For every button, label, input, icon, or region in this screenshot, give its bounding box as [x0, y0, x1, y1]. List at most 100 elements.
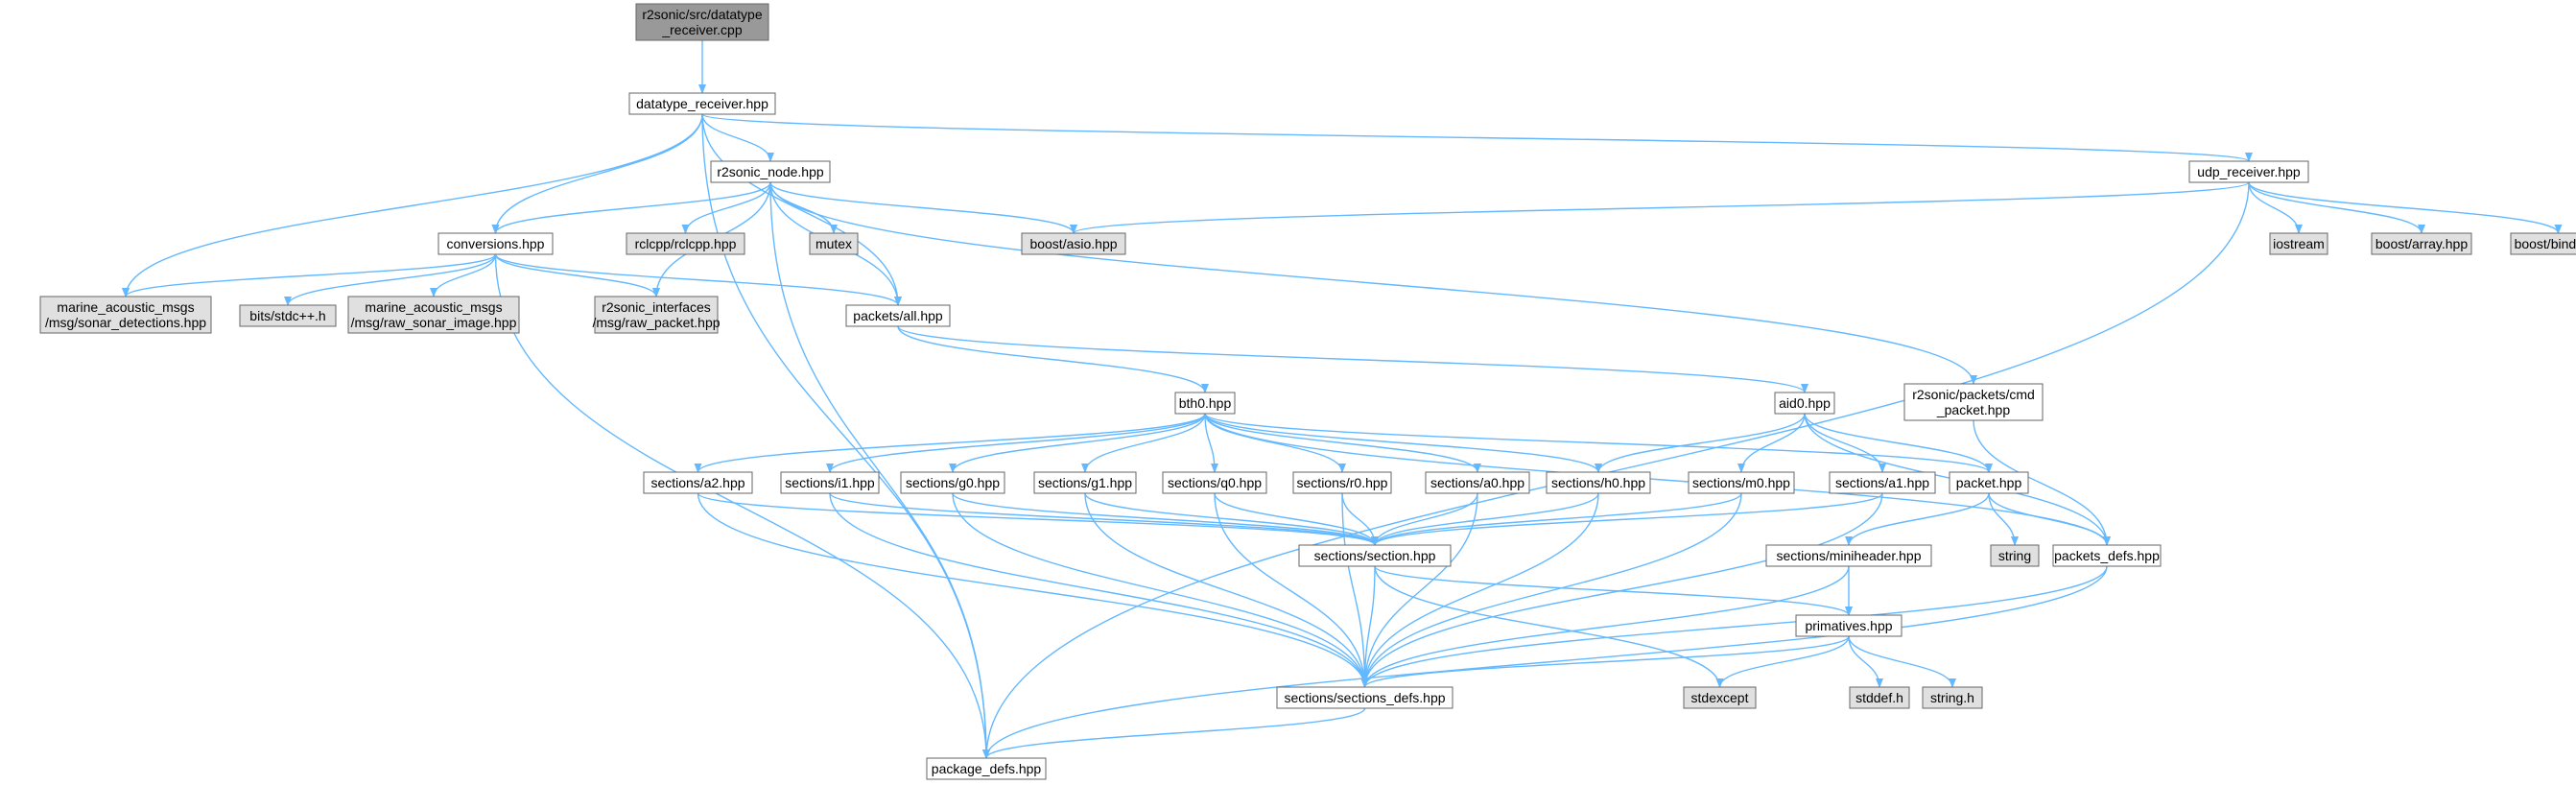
node-box: [710, 160, 831, 183]
edge-packet_hpp-to-miniheader: [1845, 492, 1990, 546]
edge-section_hpp-to-stdexcept: [1374, 565, 1724, 688]
node-label: bits/stdc++.h: [249, 308, 325, 323]
node-box: [1276, 686, 1453, 709]
node-box: [2269, 232, 2328, 255]
edge-packets_all-to-aid0: [897, 325, 1808, 393]
node-cmd-packet[interactable]: r2sonic/packets/cmd_packet.hpp: [1903, 383, 2044, 421]
node-box: [1765, 544, 1932, 567]
node-miniheader[interactable]: sections/miniheader.hpp: [1765, 544, 1932, 567]
node-box: [1829, 471, 1936, 494]
node-label: /msg/sonar_detections.hpp: [45, 315, 206, 330]
node-packets-all[interactable]: packets/all.hpp: [845, 304, 951, 327]
node-label: sections/m0.hpp: [1692, 475, 1790, 490]
node-label: r2sonic_node.hpp: [717, 164, 824, 179]
edge-sec_a1-to-sections_defs: [1360, 492, 1883, 688]
node-section-hpp[interactable]: sections/section.hpp: [1298, 544, 1452, 567]
node-boost-array: boost/array.hpp: [2371, 232, 2472, 255]
node-label: bth0.hpp: [1179, 395, 1232, 411]
node-box: [437, 232, 554, 255]
node-label: rclcpp/rclcpp.hpp: [635, 236, 737, 251]
edge-sec_h0-to-section_hpp: [1371, 492, 1599, 546]
edge-datatype_receiver_hpp-to-r2sonic_node_hpp: [701, 113, 774, 162]
node-box: [2510, 232, 2576, 255]
node-box: [626, 232, 745, 255]
edge-miniheader-to-sections_defs: [1360, 565, 1850, 688]
node-r2sonic-node-hpp[interactable]: r2sonic_node.hpp: [710, 160, 831, 183]
node-rclcpp: rclcpp/rclcpp.hpp: [626, 232, 745, 255]
node-sec-h0[interactable]: sections/h0.hpp: [1546, 471, 1651, 494]
node-sec-g0[interactable]: sections/g0.hpp: [900, 471, 1005, 494]
node-sec-r0[interactable]: sections/r0.hpp: [1292, 471, 1392, 494]
edge-sec_q0-to-section_hpp: [1214, 492, 1379, 546]
edge-bth0-to-sec_h0: [1204, 413, 1602, 473]
node-label: sections/g0.hpp: [906, 475, 1000, 490]
node-sec-i1[interactable]: sections/i1.hpp: [780, 471, 880, 494]
node-label: datatype_receiver.hpp: [636, 96, 768, 111]
node-label: sections/g1.hpp: [1038, 475, 1132, 490]
node-box: [628, 92, 776, 115]
node-box: [239, 304, 337, 327]
node-label: boost/array.hpp: [2375, 236, 2468, 251]
edge-conversions_hpp-to-raw_packet: [494, 253, 660, 297]
node-sec-g1[interactable]: sections/g1.hpp: [1033, 471, 1137, 494]
edge-packets_defs-to-sections_defs: [1360, 565, 2108, 688]
edge-sec_h0-to-sections_defs: [1360, 492, 1599, 688]
node-box: [1292, 471, 1392, 494]
edge-datatype_receiver_hpp-to-package_defs: [701, 113, 990, 759]
node-sec-a2[interactable]: sections/a2.hpp: [643, 471, 753, 494]
edge-primatives-to-stdexcept: [1715, 635, 1850, 688]
node-bth0[interactable]: bth0.hpp: [1174, 392, 1236, 415]
node-sec-q0[interactable]: sections/q0.hpp: [1162, 471, 1267, 494]
node-label: _packet.hpp: [1936, 402, 2010, 417]
node-box: [900, 471, 1005, 494]
node-label: r2sonic/src/datatype: [642, 7, 762, 22]
node-stdexcept: stdexcept: [1683, 686, 1757, 709]
node-box: [1949, 471, 2029, 494]
node-box: [2188, 160, 2309, 183]
node-conversions-hpp[interactable]: conversions.hpp: [437, 232, 554, 255]
node-packet-hpp[interactable]: packet.hpp: [1949, 471, 2029, 494]
node-package-defs[interactable]: package_defs.hpp: [926, 757, 1047, 780]
edge-packets_defs-to-package_defs: [982, 565, 2108, 759]
node-udp-receiver-hpp[interactable]: udp_receiver.hpp: [2188, 160, 2309, 183]
node-label: r2sonic_interfaces: [602, 299, 711, 315]
node-label: boost/bind.hpp: [2515, 236, 2576, 251]
edge-primatives-to-sections_defs: [1360, 635, 1850, 688]
node-label: sections/section.hpp: [1314, 548, 1436, 563]
edge-sec_q0-to-sections_defs: [1214, 492, 1369, 688]
node-label: udp_receiver.hpp: [2197, 164, 2301, 179]
edge-aid0-to-sec_h0: [1595, 413, 1806, 473]
node-boost-bind: boost/bind.hpp: [2510, 232, 2576, 255]
node-sec-m0[interactable]: sections/m0.hpp: [1688, 471, 1795, 494]
edge-datatype_receiver_hpp-to-conversions_hpp: [491, 113, 703, 234]
node-box: [1174, 392, 1236, 415]
node-label: boost/asio.hpp: [1029, 236, 1117, 251]
node-box: [926, 757, 1047, 780]
node-sections-defs[interactable]: sections/sections_defs.hpp: [1276, 686, 1453, 709]
edge-sec_g0-to-sections_defs: [952, 492, 1369, 688]
edge-r2sonic_node_hpp-to-conversions_hpp: [491, 181, 771, 234]
node-box: [594, 296, 719, 334]
edge-r2sonic_node_hpp-to-boost_asio: [769, 181, 1077, 234]
edge-conversions_hpp-to-bits_stdcpp: [284, 253, 497, 306]
edge-r2sonic_node_hpp-to-cmd_packet: [769, 181, 1977, 385]
node-packets-defs[interactable]: packets_defs.hpp: [2052, 544, 2162, 567]
node-primatives[interactable]: primatives.hpp: [1795, 614, 1902, 637]
node-box: [1298, 544, 1452, 567]
node-label: sections/i1.hpp: [785, 475, 875, 490]
node-mutex: mutex: [809, 232, 859, 255]
edge-sections_defs-to-package_defs: [982, 707, 1366, 759]
node-label: string.h: [1930, 690, 1974, 705]
node-label: aid0.hpp: [1779, 395, 1831, 411]
node-aid0[interactable]: aid0.hpp: [1774, 392, 1835, 415]
node-sec-a1[interactable]: sections/a1.hpp: [1829, 471, 1936, 494]
node-box: [1688, 471, 1795, 494]
node-label: /msg/raw_sonar_image.hpp: [351, 315, 517, 330]
node-label: stdexcept: [1691, 690, 1749, 705]
node-sec-a0[interactable]: sections/a0.hpp: [1425, 471, 1530, 494]
edge-r2sonic_node_hpp-to-package_defs: [769, 181, 990, 759]
edge-udp_receiver_hpp-to-boost_asio: [1070, 181, 2250, 234]
node-datatype-receiver-hpp[interactable]: datatype_receiver.hpp: [628, 92, 776, 115]
node-box: [1849, 686, 1910, 709]
edge-sec_a2-to-sections_defs: [697, 492, 1369, 688]
